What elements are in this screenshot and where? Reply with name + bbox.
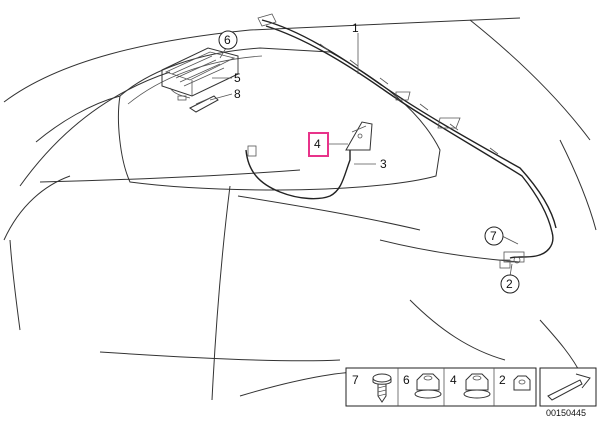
pillar-sensor-assembly [499, 231, 554, 269]
callout-label-4: 4 [314, 137, 321, 151]
legend-item-nut[interactable]: 6 [403, 373, 442, 399]
callout-1[interactable]: 1 [352, 21, 359, 35]
callout-label-2: 2 [506, 277, 513, 291]
callout-4-highlighted[interactable]: 4 [308, 132, 329, 157]
legend-item-nut-large[interactable]: 4 [450, 373, 491, 399]
curtain-airbag [257, 13, 557, 233]
callout-6[interactable]: 6 [218, 30, 238, 50]
small-nut-icon [513, 375, 531, 391]
diagram-id: 00150445 [546, 408, 586, 418]
hex-nut-icon [463, 373, 491, 399]
fastener-legend: 7 6 4 2 [345, 367, 597, 407]
arrow-icon[interactable] [547, 373, 591, 401]
legend-num-4: 4 [450, 373, 457, 387]
callout-label-5: 5 [234, 71, 241, 85]
leader-lines [209, 33, 519, 277]
callout-5[interactable]: 5 [234, 71, 241, 85]
wire-bracket [189, 95, 219, 113]
callout-label-7: 7 [490, 229, 497, 243]
legend-item-screw[interactable]: 7 [352, 373, 392, 403]
flange-nut-icon [414, 373, 442, 399]
callout-8[interactable]: 8 [234, 87, 241, 101]
callout-label-3: 3 [380, 157, 387, 171]
legend-item-small-nut[interactable]: 2 [499, 373, 531, 391]
callout-label-8: 8 [234, 87, 241, 101]
callout-2[interactable]: 2 [500, 274, 520, 294]
callout-3[interactable]: 3 [380, 157, 387, 171]
screw-icon [372, 373, 392, 403]
callout-7[interactable]: 7 [484, 226, 504, 246]
control-unit [161, 47, 239, 101]
callout-label-1: 1 [352, 21, 359, 35]
car-body-outline [3, 17, 597, 401]
wiring-harness [245, 121, 373, 200]
callout-label-6: 6 [224, 33, 231, 47]
legend-num-7: 7 [352, 373, 359, 387]
legend-num-2: 2 [499, 373, 506, 387]
legend-num-6: 6 [403, 373, 410, 387]
rear-window [118, 47, 441, 191]
